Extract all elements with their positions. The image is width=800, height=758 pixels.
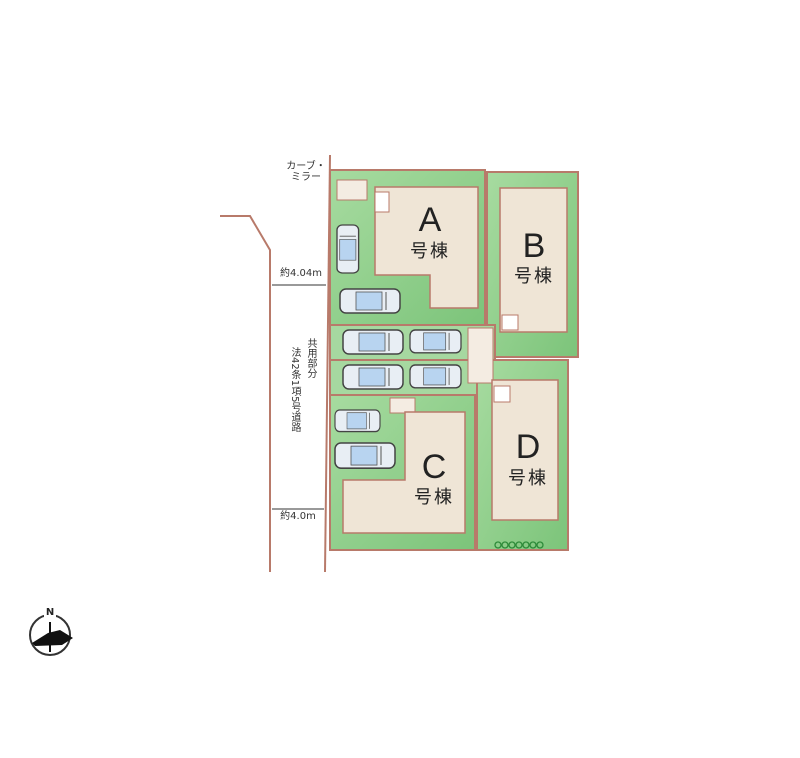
- building-b: [499, 187, 568, 333]
- road-left-edge: [220, 215, 271, 572]
- building-d-suffix: 号棟: [508, 468, 548, 489]
- compass-north-label: N: [44, 607, 56, 618]
- building-c-letter: C: [421, 448, 447, 486]
- road-width-bottom-label: 約4.0m: [280, 511, 316, 522]
- building-d-letter: D: [515, 428, 541, 466]
- building-c-suffix: 号棟: [414, 487, 454, 508]
- curve-mirror-label: カーブ・ミラー: [286, 161, 326, 183]
- hedge-icons: [494, 541, 544, 549]
- road-type-label: 法42条1項5号道路: [289, 347, 300, 433]
- steps: [336, 179, 494, 414]
- building-d: [491, 379, 559, 521]
- building-c: [342, 411, 466, 534]
- building-b-suffix: 号棟: [514, 266, 554, 287]
- building-a-letter: A: [418, 201, 442, 239]
- compass-icon: [29, 614, 73, 656]
- building-b-letter: B: [522, 227, 546, 265]
- building-a: [374, 186, 479, 309]
- shared-area-label: 共用部分: [305, 338, 316, 378]
- road-width-top-label: 約4.04m: [279, 268, 322, 279]
- building-a-suffix: 号棟: [410, 241, 450, 262]
